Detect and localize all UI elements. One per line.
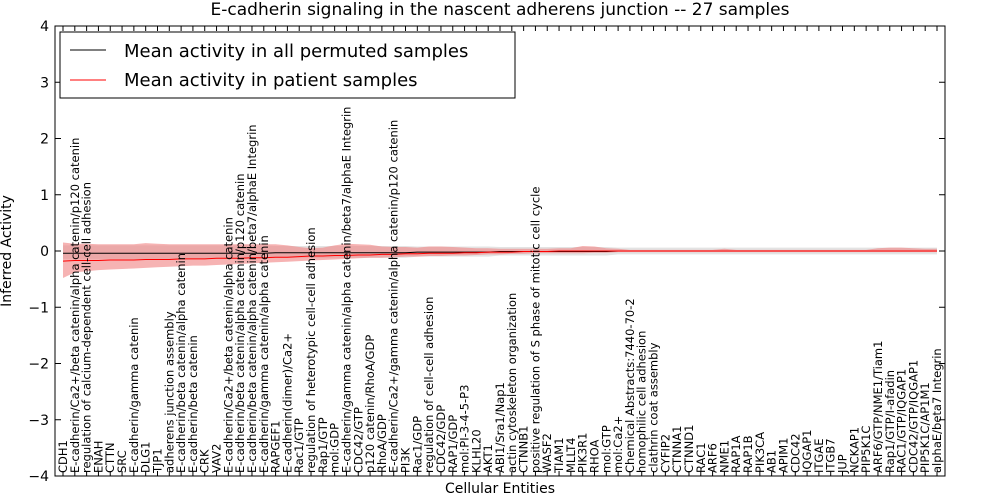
x-category-label: VAV2 [210,444,224,473]
x-category-label: Rap1/GTP [316,417,330,473]
x-category-label: PIP5K1C [859,426,873,473]
x-axis-label: Cellular Entities [445,481,555,497]
x-category-label: APIM1 [776,438,790,473]
x-category-label: mol:PI-3-4-5-P3 [458,385,472,473]
x-category-label: E-cadherin(dimer)/Ca2+ [280,333,294,473]
x-category-label: AB1 [765,450,779,473]
x-category-label: Chemical Abstracts:7440-70-2 [623,298,637,473]
patient-mean-line [62,250,937,262]
x-category-label: E-cadherin/beta catenin/alpha catenin [174,253,188,473]
x-category-label: alphaE/beta7 Integrin [930,348,944,473]
x-category-label: Rac1/GDP [410,416,424,473]
x-category-label: ABI1/Sra1/Nap1 [493,382,507,473]
x-category-label: AKT1 [481,444,495,473]
x-category-label: ARF6/GTP/NME1/Tiam1 [871,341,885,473]
band-layer [63,242,937,278]
x-category-label: RAP1A [729,435,743,473]
y-tick-label: −1 [28,300,49,316]
x-category-label: DLG1 [139,442,153,474]
y-tick-label: 3 [40,75,49,91]
x-category-label: ARF6 [706,443,720,473]
y-axis-label: Inferred Activity [0,195,15,307]
x-category-label: E-cadherin/beta catenin/alpha catenin/p1… [233,174,247,474]
x-category-label: PIP5K1C/AP1M1 [918,382,932,473]
x-category-label: CDC42/GTP/IQGAP1 [906,360,920,473]
y-tick-label: 2 [40,132,49,148]
plot-area [62,242,937,278]
x-category-label: JUP [836,454,850,474]
y-axis: −4 −3 −2 −1 0 1 2 3 4 [28,19,945,485]
x-category-label: CTTN [103,443,117,473]
legend-box [59,31,516,99]
x-category-label: SRC [115,450,129,473]
x-category-label: IQGAP1 [800,430,814,473]
x-category-label: NCKAP1 [847,427,861,473]
x-category-label: CDH1 [56,440,70,473]
x-category-label: CTNNA1 [670,426,684,473]
y-tick-label: −4 [28,469,49,485]
x-category-label: RAP1B [741,435,755,473]
x-category-label: WASF2 [540,433,554,473]
x-category-label: E-cadherin/Ca2+/gamma catenin/alpha cate… [387,120,401,473]
x-category-label: adherens junction assembly [162,311,176,473]
x-category-label: homophilic cell adhesion [635,331,649,473]
y-tick-label: −3 [28,413,49,429]
x-category-label: RhoA/GDP [375,414,389,473]
x-category-label: CTNNB1 [517,426,531,473]
x-category-label: E-cadherin/beta catenin [186,335,200,473]
x-category-label: Rac1/GTP [292,418,306,473]
legend-entry-patient: Mean activity in patient samples [124,70,418,91]
x-category-label: CRK [198,449,212,473]
legend-entry-permuted: Mean activity in all permuted samples [124,41,468,62]
x-category-label: PI3K [399,447,413,473]
y-tick-label: 0 [40,244,49,260]
x-category-label: regulation of cell-cell adhesion [422,297,436,473]
x-category-label: RHOA [587,440,601,473]
legend: Mean activity in all permuted samples Me… [59,31,516,99]
x-category-label: MLLT4 [564,438,578,474]
y-tick-label: −2 [28,357,49,373]
x-category-label: p120 catenin/RhoA/GDP [363,335,377,473]
line-layer [62,250,937,262]
x-category-label: clathrin coat assembly [647,342,661,473]
x-category-label: regulation of heterotypic cell-cell adhe… [304,227,318,473]
x-category-label: PIK3CA [753,432,767,473]
x-category-label: TJP1 [150,448,164,474]
x-category-label: ITGAE [812,439,826,473]
x-category-label: RAPGEF1 [269,421,283,473]
x-category-label: E-cadherin/gamma catenin/alpha catenin/b… [339,107,353,473]
x-category-label: E-cadherin/Ca2+/beta catenin/alpha caten… [68,138,82,473]
x-category-label: ENAH [91,441,105,473]
x-category-label: NME1 [717,440,731,473]
chart-title: E-cadherin signaling in the nascent adhe… [211,0,790,20]
x-category-label: KLHL20 [469,429,483,473]
x-category-label: mol:Ca2+ [611,416,625,473]
x-category-label: PIK3R1 [576,433,590,474]
x-category-label: mol:GDP [328,423,342,473]
x-category-label: CYFIP2 [658,434,672,473]
x-category-label: RAC1/GTP/IQGAP1 [895,369,909,473]
x-category-label: E-cadherin/gamma catenin/alpha catenin [257,235,271,473]
x-category-label: E-cadherin/beta catenin/alpha catenin/be… [245,124,259,473]
x-category-label: E-cadherin/gamma catenin [127,317,141,473]
x-category-label: CDC42/GDP [434,405,448,473]
x-category-label: CTNND1 [682,425,696,473]
x-category-label: ITGB7 [824,438,838,473]
x-category-label: actin cytoskeleton organization [505,293,519,473]
x-category-label: RAP1/GDP [446,415,460,473]
x-category-label: positive regulation of S phase of mitoti… [528,187,542,473]
x-category-label: mol:GTP [599,425,613,473]
x-category-label: CDC42/GTP [351,407,365,473]
x-category-label: E-cadherin/Ca2+/beta catenin/alpha caten… [221,217,235,473]
y-tick-label: 4 [40,19,49,35]
y-tick-label: 1 [40,188,49,204]
x-category-label: CDC42 [788,433,802,473]
x-category-label: Rap1/GTP/I-afadin [883,370,897,473]
x-category-label: regulation of calcium-dependent cell-cel… [80,182,94,473]
x-category-label: RAC1 [694,442,708,473]
x-category-label: TIAM1 [552,437,566,474]
